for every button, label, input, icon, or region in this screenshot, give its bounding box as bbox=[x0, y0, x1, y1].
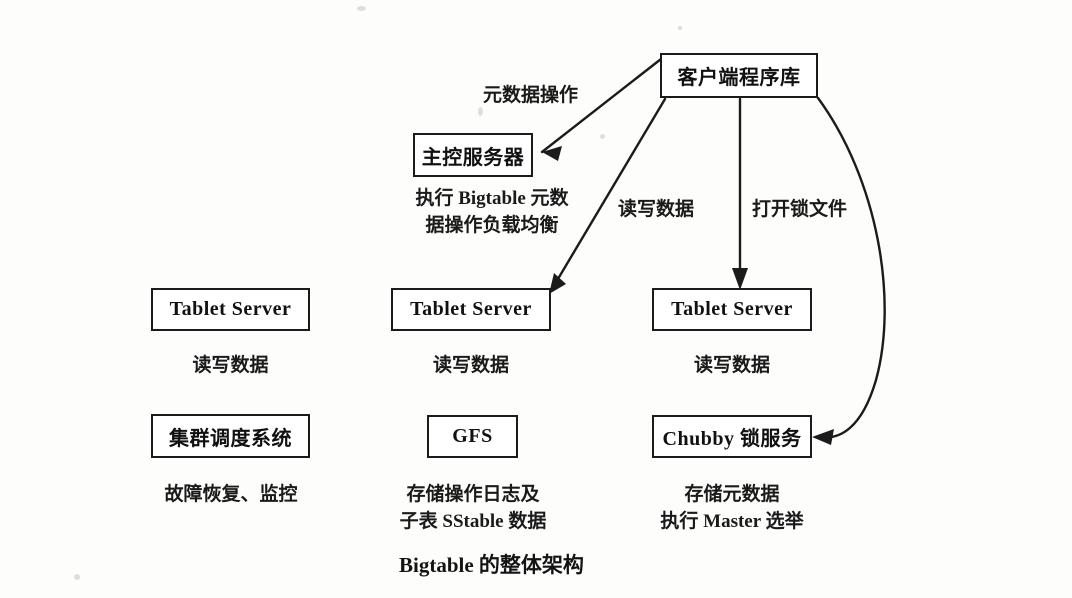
node-label: Tablet Server bbox=[410, 298, 532, 320]
node-tablet-server-1[interactable]: Tablet Server bbox=[151, 288, 310, 331]
arrowhead-client-to-chubby bbox=[812, 429, 834, 445]
edge-label-metadata-operation: 元数据操作 bbox=[483, 85, 579, 106]
edge-client-to-chubby bbox=[816, 96, 886, 439]
caption-tablet-server-1: 读写数据 bbox=[192, 355, 269, 376]
caption-master-server: 执行 Bigtable 元数 据操作负载均衡 bbox=[415, 188, 569, 236]
edge-label-read-write-data: 读写数据 bbox=[618, 199, 695, 220]
edge-label-open-lock-file: 打开锁文件 bbox=[752, 199, 848, 220]
node-cluster-scheduler[interactable]: 集群调度系统 bbox=[151, 414, 310, 458]
node-label: Tablet Server bbox=[169, 298, 292, 320]
scan-speck bbox=[74, 574, 80, 580]
arrowhead-read-write-data bbox=[549, 273, 566, 294]
node-master-server[interactable]: 主控服务器 bbox=[413, 133, 533, 177]
node-label: GFS bbox=[452, 425, 493, 447]
caption-tablet-server-3: 读写数据 bbox=[693, 355, 770, 376]
node-label: 主控服务器 bbox=[421, 146, 525, 169]
caption-cluster-scheduler: 故障恢复、监控 bbox=[164, 484, 298, 505]
caption-chubby: 存储元数据 执行 Master 选举 bbox=[660, 484, 804, 532]
node-label: Chubby 锁服务 bbox=[662, 428, 802, 450]
arrowhead-open-lock-file bbox=[732, 268, 748, 290]
node-label: 集群调度系统 bbox=[169, 427, 292, 450]
scan-speck bbox=[478, 107, 483, 116]
scan-speck bbox=[678, 26, 682, 30]
scan-speck bbox=[600, 134, 605, 139]
node-client-library[interactable]: 客户端程序库 bbox=[660, 53, 818, 98]
caption-gfs: 存储操作日志及 子表 SStable 数据 bbox=[399, 484, 547, 532]
node-chubby[interactable]: Chubby 锁服务 bbox=[652, 415, 812, 458]
node-label: Tablet Server bbox=[671, 298, 793, 320]
figure-title: Bigtable 的整体架构 bbox=[399, 553, 584, 577]
scan-speck bbox=[357, 6, 366, 11]
node-tablet-server-3[interactable]: Tablet Server bbox=[652, 288, 812, 331]
caption-tablet-server-2: 读写数据 bbox=[432, 355, 509, 376]
node-tablet-server-2[interactable]: Tablet Server bbox=[391, 288, 551, 331]
node-label: 客户端程序库 bbox=[677, 67, 801, 89]
node-gfs[interactable]: GFS bbox=[427, 415, 518, 458]
arrowhead-metadata-operation bbox=[542, 146, 562, 161]
